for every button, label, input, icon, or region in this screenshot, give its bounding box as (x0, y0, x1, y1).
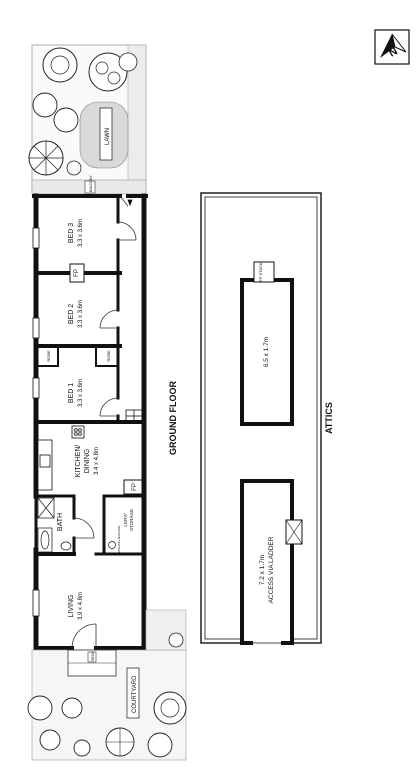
fp-label-bed: FP (74, 269, 80, 277)
upper-attic-dims: 6.5 x 1.7m (263, 337, 270, 367)
robe-label-left: ROBE (46, 350, 51, 362)
stair-marks (125, 199, 143, 423)
room-kitchen-name-line2: DINING (84, 449, 91, 474)
fp-stack-label-line1: FP STACK (258, 262, 263, 282)
lawn-label: LAWN (105, 128, 111, 145)
room-kitchen-dims: 3.4 x 4.8m (94, 447, 100, 475)
attics-plan: FP STACK 6.5 x 1.7m 7.2 x 1.7m ACCESS VI… (200, 192, 334, 646)
laundry-fixtures (108, 541, 116, 549)
attics-title: ATTICS (324, 402, 334, 434)
fireplaces (69, 263, 143, 495)
lower-attic-note: ACCESS VIA LADDER (268, 536, 275, 603)
room-living-dims: 3.9 x 4.8m (78, 592, 84, 620)
lower-attic-dims: 7.2 x 1.7m (259, 555, 266, 585)
room-living-name: LIVING (68, 595, 75, 618)
kitchen-fixtures (37, 425, 85, 491)
room-bed1-name: BED 1 (68, 383, 75, 403)
rear-garden: LAWN BALCONY (28, 44, 147, 195)
north-arrow-icon: N (374, 29, 410, 65)
room-bed2-dims: 3.3 x 3.6m (78, 300, 84, 328)
washing-machine-label: WASHING MACHINE (117, 526, 121, 555)
windows (32, 227, 40, 617)
room-labels: BED 3 3.3 x 3.6m BED 2 3.3 x 3.6m BED 1 … (46, 219, 178, 620)
ground-floor-title: GROUND FLOOR (168, 381, 178, 455)
room-bed3-name: BED 3 (68, 223, 75, 243)
room-bed2-name: BED 2 (68, 304, 75, 324)
room-bath-name: BATH (57, 513, 64, 531)
room-bed3-dims: 3.3 x 3.6m (78, 219, 84, 247)
room-kitchen-name-line1: KITCHEN/ (75, 445, 82, 478)
deck-label: DECK (91, 651, 95, 661)
fp-label-kitchen: FP (132, 483, 138, 491)
laundry-label-line1: LDRY/ (123, 513, 128, 527)
laundry-label-line2: STORAGE (129, 509, 134, 531)
courtyard: DECK COURTYARD (27, 609, 187, 761)
room-bed1-dims: 3.3 x 3.6m (78, 379, 84, 407)
balcony-label: BALCONY (89, 175, 93, 192)
door-swings (71, 195, 137, 649)
bath-fixtures (37, 497, 72, 553)
robe-label-right: ROBE (106, 350, 111, 362)
courtyard-label: COURTYARD (132, 675, 138, 713)
